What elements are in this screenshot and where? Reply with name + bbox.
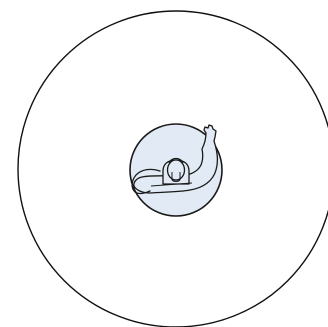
head bbox=[168, 160, 185, 180]
person-waving-icon bbox=[130, 124, 222, 216]
